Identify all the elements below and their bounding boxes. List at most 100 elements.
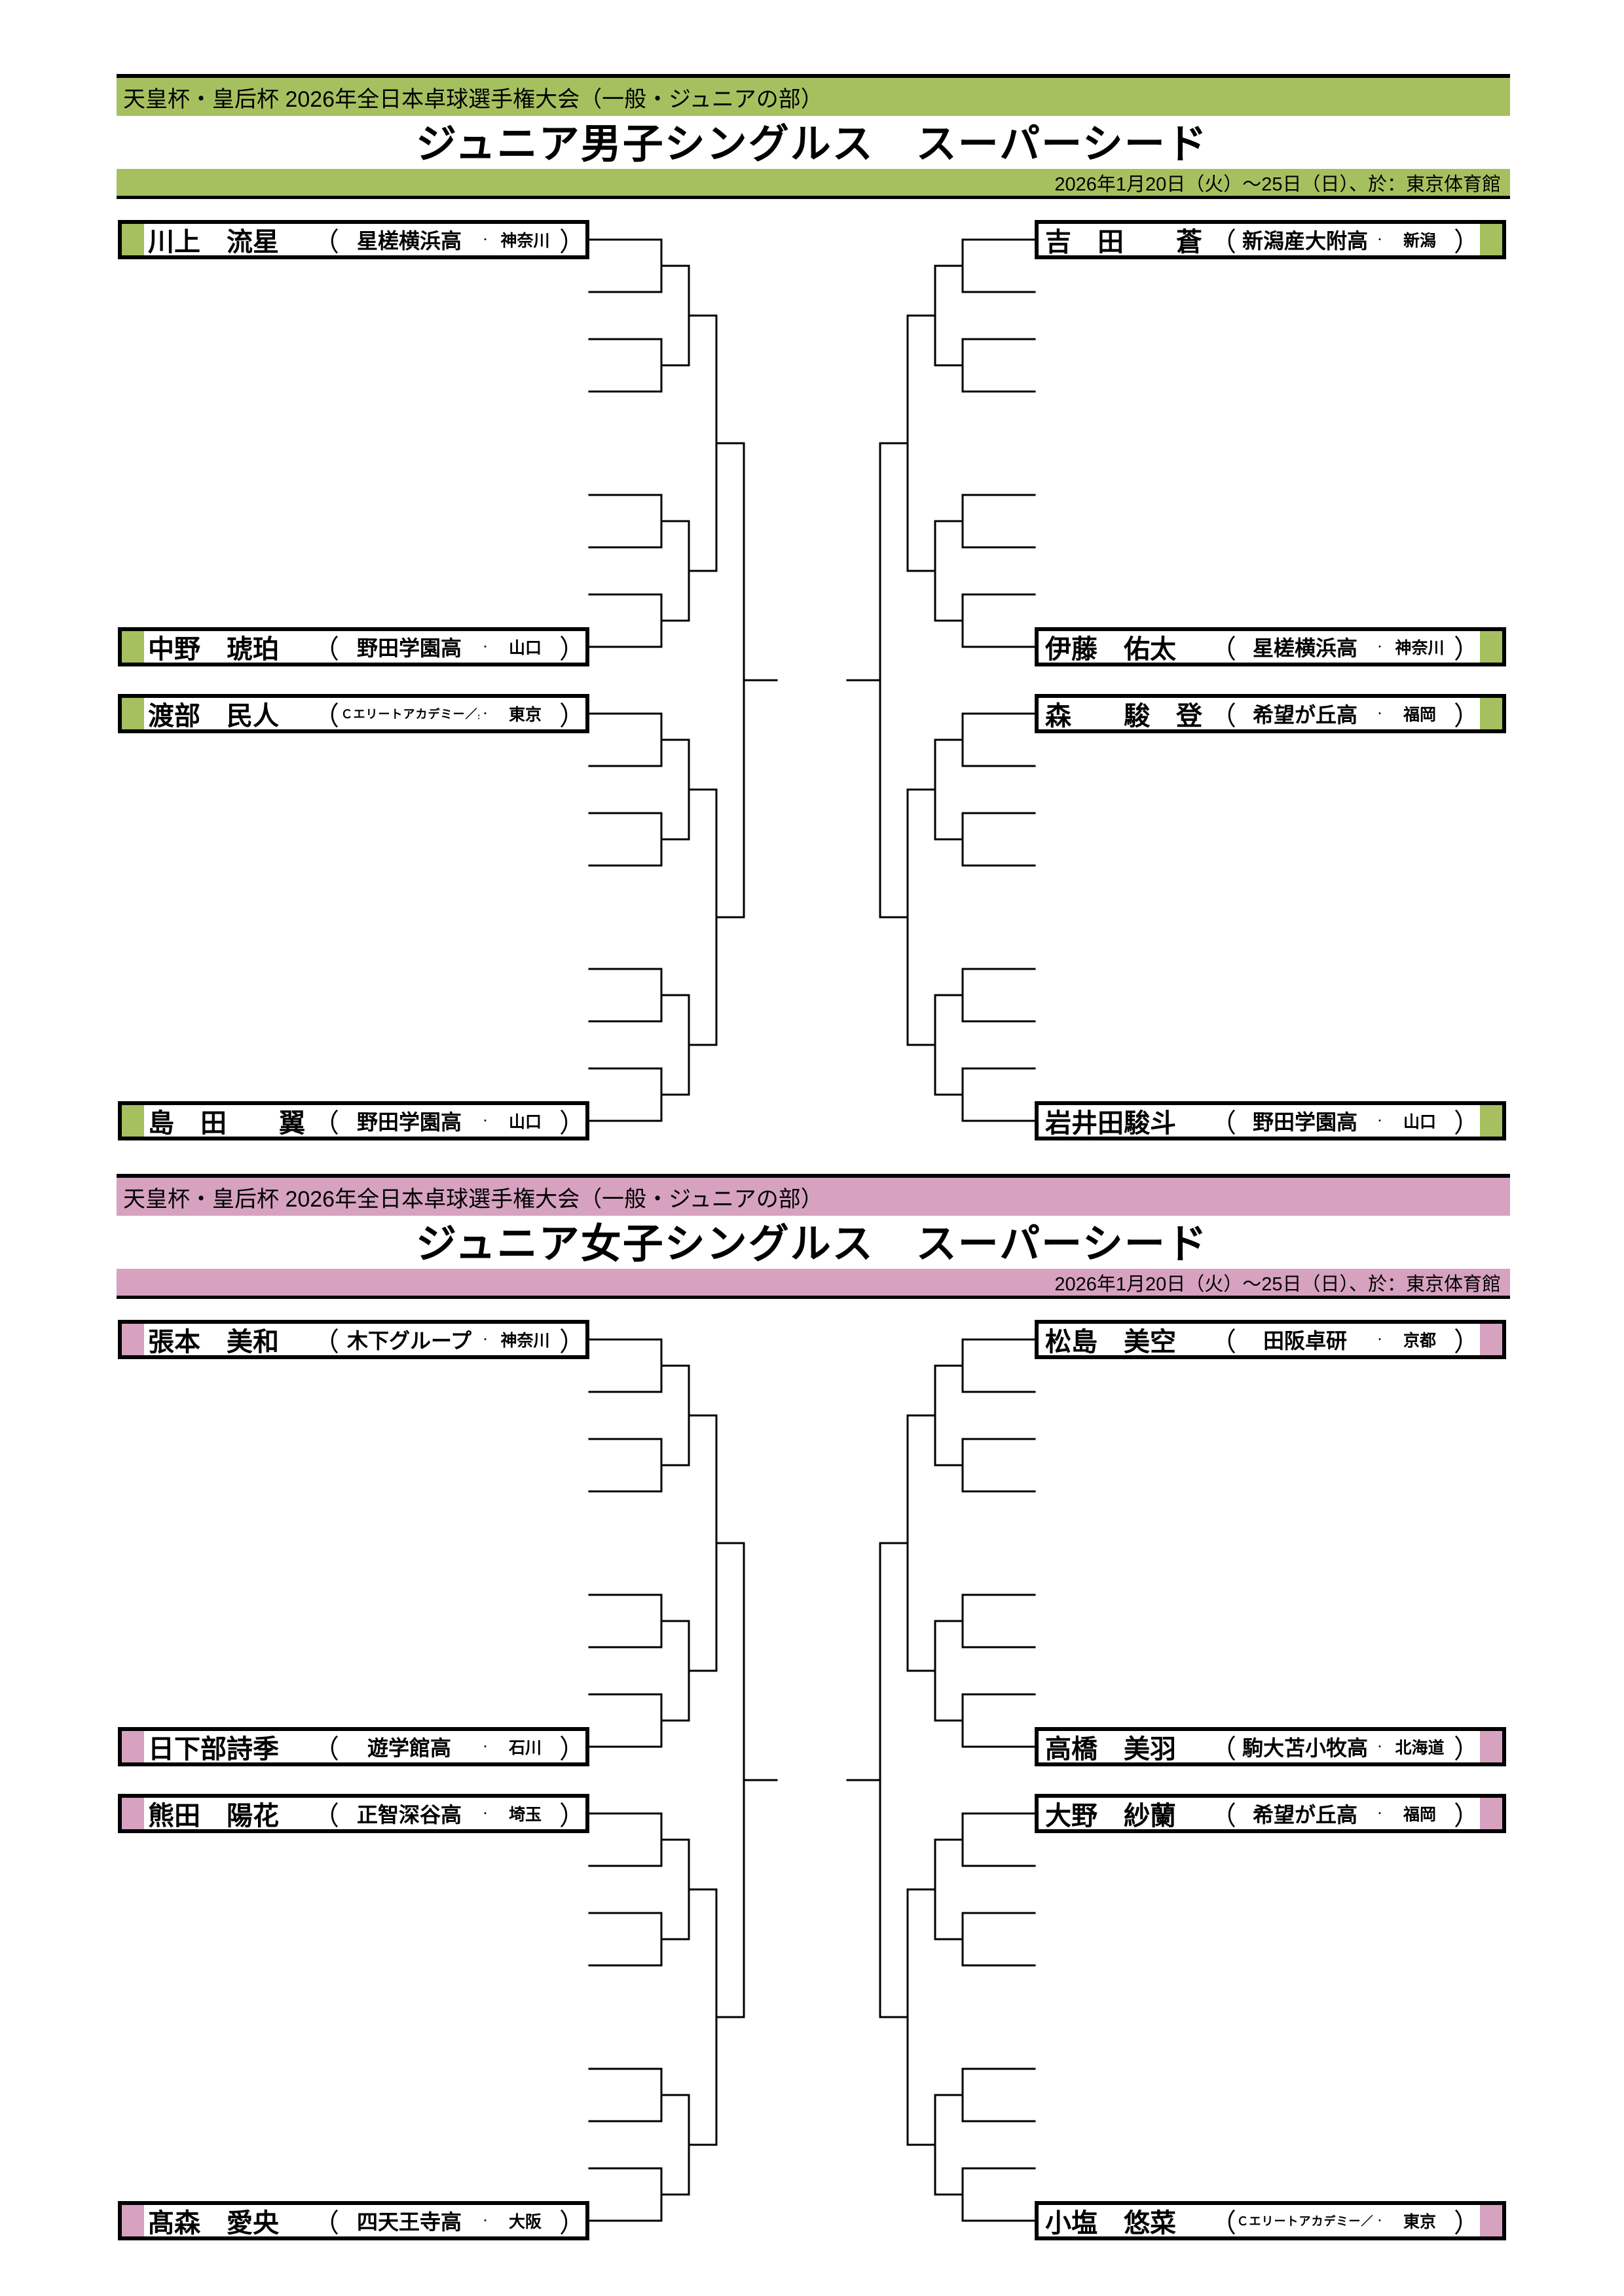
- player-team: 星槎横浜高: [1252, 636, 1357, 660]
- team-pref-dot: ・: [1375, 1741, 1384, 1752]
- seed-tab: [1480, 1324, 1502, 1355]
- player-pref: 東京: [1403, 2213, 1436, 2231]
- player-name: 吉 田 蒼: [1045, 228, 1202, 255]
- paren-open: （: [313, 635, 339, 664]
- date-venue: 2026年1月20日（火）～25日（日）、於：東京体育館: [1054, 1273, 1501, 1295]
- paren-close: ）: [1454, 1802, 1480, 1831]
- paren-open: （: [1210, 635, 1236, 664]
- section-title-women: ジュニア女子シングルス スーパーシード: [416, 1222, 1208, 1267]
- player-box: 森 駿 登 （ 希望が丘高 ・ 福岡 ）: [1035, 694, 1506, 733]
- paren-open: （: [1210, 1109, 1236, 1138]
- player-box: 中野 琥珀 （ 野田学園高 ・ 山口 ）: [118, 627, 589, 666]
- seed-tab: [122, 224, 144, 255]
- date-banner-men: 2026年1月20日（火）～25日（日）、於：東京体育館: [117, 169, 1510, 199]
- paren-close: ）: [1454, 1735, 1480, 1764]
- player-pref: 神奈川: [1395, 639, 1445, 657]
- player-box: 伊藤 佑太 （ 星槎横浜高 ・ 神奈川 ）: [1035, 627, 1506, 666]
- player-name: 伊藤 佑太: [1045, 635, 1176, 663]
- seed-tab: [1480, 698, 1502, 729]
- player-name: 岩井田駿斗: [1045, 1109, 1176, 1137]
- team-pref-dot: ・: [1375, 2215, 1384, 2226]
- paren-open: （: [1210, 1735, 1236, 1764]
- player-team: 新潟産大附高: [1242, 229, 1368, 253]
- player-team: 正智深谷高: [356, 1803, 462, 1827]
- player-name: 島 田 翼: [148, 1109, 305, 1137]
- paren-close: ）: [559, 1802, 585, 1831]
- player-team: ＪＯＣエリートアカデミー／星槎: [339, 708, 479, 721]
- paren-open: （: [313, 2209, 339, 2238]
- player-team: 野田学園高: [356, 1110, 462, 1134]
- player-name: 小塩 悠菜: [1045, 2209, 1176, 2236]
- player-team: 希望が丘高: [1252, 703, 1357, 727]
- player-box: 川上 流星 （ 星槎横浜高 ・ 神奈川 ）: [118, 220, 589, 259]
- seed-tab: [122, 698, 144, 729]
- paren-open: （: [313, 1735, 339, 1764]
- paren-close: ）: [1454, 2209, 1480, 2238]
- paren-close: ）: [1454, 1328, 1480, 1357]
- date-venue: 2026年1月20日（火）～25日（日）、於：東京体育館: [1054, 173, 1501, 195]
- seed-tab: [122, 1324, 144, 1355]
- team-pref-dot: ・: [481, 1741, 490, 1752]
- player-pref: 大阪: [508, 2213, 542, 2231]
- player-name: 高橋 美羽: [1045, 1735, 1176, 1762]
- team-pref-dot: ・: [481, 1116, 490, 1126]
- player-team: 木下グループ: [346, 1329, 472, 1353]
- player-pref: 東京: [508, 706, 542, 724]
- paren-close: ）: [1454, 702, 1480, 731]
- player-name: 大野 紗蘭: [1045, 1802, 1176, 1829]
- paren-close: ）: [1454, 228, 1480, 257]
- seed-tab: [1480, 1105, 1502, 1137]
- paren-open: （: [313, 1109, 339, 1138]
- player-pref: 福岡: [1403, 1806, 1436, 1824]
- player-name: 日下部詩季: [148, 1735, 279, 1762]
- player-pref: 京都: [1403, 1332, 1436, 1350]
- player-box: 高橋 美羽 （ 駒大苫小牧高 ・ 北海道 ）: [1035, 1727, 1506, 1766]
- player-name: 熊田 陽花: [148, 1802, 279, 1829]
- player-team: 希望が丘高: [1252, 1803, 1357, 1827]
- paren-close: ）: [559, 1735, 585, 1764]
- paren-open: （: [1210, 702, 1236, 731]
- paren-open: （: [1210, 1328, 1236, 1357]
- team-pref-dot: ・: [1375, 1334, 1384, 1345]
- team-pref-dot: ・: [481, 234, 490, 245]
- event-banner-men: 天皇杯・皇后杯 2026年全日本卓球選手権大会（一般・ジュニアの部）: [117, 74, 1510, 116]
- player-team: ＪＯＣエリートアカデミー／星槎: [1236, 2215, 1374, 2228]
- player-pref: 石川: [508, 1739, 542, 1757]
- team-pref-dot: ・: [481, 708, 490, 719]
- player-pref: 埼玉: [508, 1806, 542, 1824]
- seed-tab: [1480, 1731, 1502, 1762]
- team-pref-dot: ・: [1375, 234, 1384, 245]
- player-team: 星槎横浜高: [356, 229, 462, 253]
- player-box: 島 田 翼 （ 野田学園高 ・ 山口 ）: [118, 1101, 589, 1140]
- team-pref-dot: ・: [1375, 708, 1384, 719]
- team-pref-dot: ・: [1375, 1116, 1384, 1126]
- player-pref: 福岡: [1403, 706, 1436, 724]
- paren-close: ）: [559, 2209, 585, 2238]
- seed-tab: [1480, 1798, 1502, 1829]
- seed-tab: [1480, 224, 1502, 255]
- player-pref: 山口: [1403, 1113, 1436, 1131]
- player-name: 渡部 民人: [148, 702, 279, 729]
- seed-tab: [1480, 631, 1502, 663]
- player-box: 渡部 民人 （ ＪＯＣエリートアカデミー／星槎 ・ 東京 ）: [118, 694, 589, 733]
- player-name: 中野 琥珀: [148, 635, 279, 663]
- seed-tab: [122, 2205, 144, 2236]
- player-team: 野田学園高: [356, 636, 462, 660]
- player-box: 張本 美和 （ 木下グループ ・ 神奈川 ）: [118, 1320, 589, 1359]
- player-box: 岩井田駿斗 （ 野田学園高 ・ 山口 ）: [1035, 1101, 1506, 1140]
- player-team: 野田学園高: [1252, 1110, 1357, 1134]
- player-team: 四天王寺高: [356, 2210, 462, 2234]
- player-box: 大野 紗蘭 （ 希望が丘高 ・ 福岡 ）: [1035, 1794, 1506, 1833]
- team-pref-dot: ・: [481, 1334, 490, 1345]
- seed-tab: [122, 1798, 144, 1829]
- paren-open: （: [313, 1802, 339, 1831]
- paren-close: ）: [559, 635, 585, 664]
- team-pref-dot: ・: [1375, 1808, 1384, 1819]
- seed-tab: [122, 1105, 144, 1137]
- paren-close: ）: [559, 1328, 585, 1357]
- player-name: 松島 美空: [1045, 1328, 1176, 1355]
- paren-open: （: [1210, 1802, 1236, 1831]
- player-pref: 山口: [508, 639, 542, 657]
- paren-close: ）: [559, 228, 585, 257]
- paren-open: （: [313, 228, 339, 257]
